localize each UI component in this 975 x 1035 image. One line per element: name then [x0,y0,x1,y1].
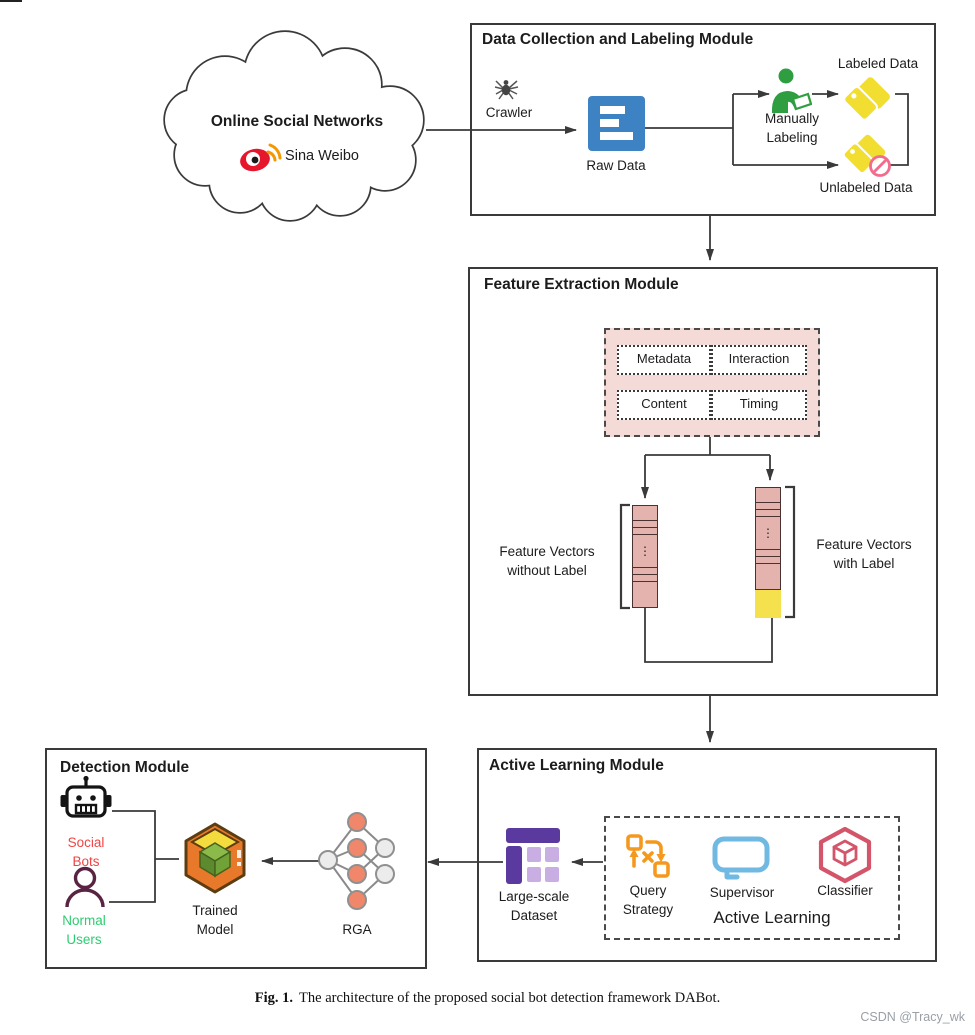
vectors-merge-line [644,608,773,663]
normal-user-icon [65,866,105,908]
cloud-shape [163,30,425,222]
supervisor-icon [712,836,770,880]
manual-labeling-person-icon [771,68,812,113]
raw-data-label: Raw Data [586,158,646,173]
feature-box-metadata: Metadata [617,345,711,375]
crawler-label: Crawler [485,105,533,120]
trained-model-label: Trained Model [192,903,238,937]
detection-bracket [109,810,179,903]
active-learning-title: Active Learning Module [489,757,664,774]
data-collection-title: Data Collection and Labeling Module [482,31,754,48]
vector-dots: ⋮ [633,535,657,568]
rawdata-split-line [645,94,734,165]
classifier-label: Classifier [817,883,873,898]
active-learning-inner-title: Active Learning [713,908,831,927]
unlabeled-data-label: Unlabeled Data [819,180,913,195]
caption-text: The architecture of the proposed social … [299,990,721,1006]
robot-icon [60,775,112,818]
scan-artifact [0,0,22,2]
prohibition-icon [869,155,891,177]
figure-caption: Fig. 1. The architecture of the proposed … [0,990,975,1007]
feature-box-interaction: Interaction [711,345,807,375]
normal-users-label: Normal Users [62,913,106,947]
labeled-data-tags-icon [843,77,890,121]
query-strategy-label: Query Strategy [622,883,674,917]
large-scale-dataset-icon [506,828,560,884]
feature-extraction-title: Feature Extraction Module [484,276,679,293]
detection-title: Detection Module [60,759,190,776]
right-vector-bracket [785,485,796,619]
left-vector-label: Feature Vectors without Label [499,544,595,578]
vector-dots: ⋮ [756,517,780,550]
manually-labeling-label: Manually Labeling [764,111,820,145]
classifier-icon [818,826,872,884]
crawler-icon [494,80,519,100]
feature-box-content: Content [617,390,711,420]
rga-label: RGA [342,922,372,937]
feature-box-timing: Timing [711,390,807,420]
active-learning-inner-box [604,816,900,940]
feature-vector-labeled: ⋮ [755,487,781,590]
labeled-data-label: Labeled Data [837,56,919,71]
tags-elbow [890,93,909,166]
raw-data-icon [588,96,645,151]
trained-model-icon [184,822,246,894]
weibo-icon [240,143,282,172]
supervisor-label: Supervisor [709,885,775,900]
dataset-label: Large-scale Dataset [498,889,570,923]
label-cell-yellow [755,590,781,618]
caption-label: Fig. 1. [254,990,294,1006]
left-vector-bracket [619,503,630,610]
feature-vector-unlabeled: ⋮ [632,505,658,608]
unlabeled-data-tags-icon [842,134,891,177]
right-vector-label: Feature Vectors with Label [816,537,912,571]
rga-network-icon [318,812,395,910]
cloud-title: Online Social Networks [210,113,384,130]
cloud-subtitle: Sina Weibo [285,148,359,164]
social-bots-label: Social Bots [67,835,105,869]
query-strategy-icon [626,834,670,878]
watermark: CSDN @Tracy_wk [860,1010,965,1024]
